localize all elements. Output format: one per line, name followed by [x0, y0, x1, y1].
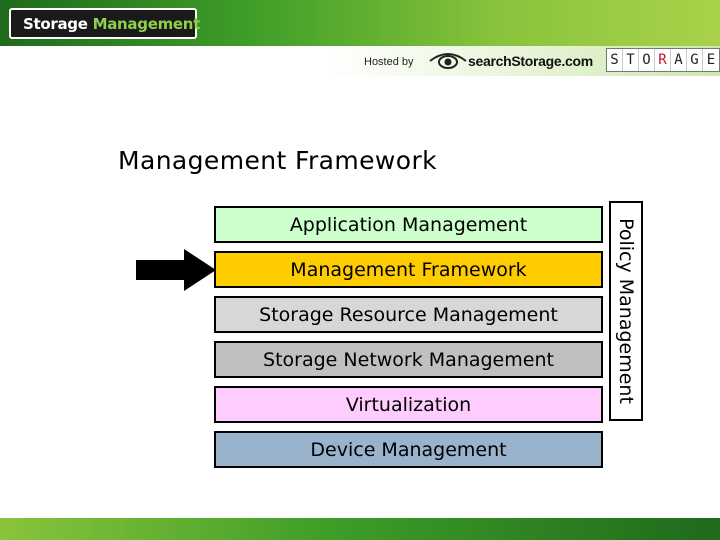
layer-label: Virtualization: [345, 393, 472, 416]
footer-band: [0, 518, 720, 540]
layer-virtualization: Virtualization: [214, 386, 603, 423]
partner-logo-letter: S: [607, 49, 623, 71]
layer-label: Management Framework: [290, 258, 527, 281]
layer-management-framework: Management Framework: [214, 251, 603, 288]
partner-logo-letter: E: [706, 52, 716, 68]
partner-logo-letter: T: [623, 49, 639, 71]
eye-icon: [429, 53, 467, 69]
subheader-band: [0, 46, 720, 76]
header-band: Storage Management: [0, 0, 720, 46]
layer-label: Device Management: [310, 438, 507, 461]
layer-storage-resource-management: Storage Resource Management: [214, 296, 603, 333]
layer-label: Storage Network Management: [263, 348, 554, 371]
partner-logo-letter: O: [639, 49, 655, 71]
partner-logo-letter: G: [687, 49, 703, 71]
layer-storage-network-management: Storage Network Management: [214, 341, 603, 378]
storage-partner-logo: S T O R A G E: [606, 48, 720, 72]
storage-management-logo: Storage Management: [9, 8, 201, 39]
site-name: searchStorage.com: [468, 53, 593, 69]
policy-management-bar: Policy Management: [609, 201, 643, 421]
logo-word-management: Management: [92, 14, 201, 33]
policy-management-label: Policy Management: [615, 218, 637, 404]
right-arrow-icon: [136, 249, 216, 291]
layer-device-management: Device Management: [214, 431, 603, 468]
partner-logo-letter: A: [671, 49, 687, 71]
partner-logo-letter: R: [655, 49, 671, 71]
logo-word-storage: Storage: [23, 14, 88, 33]
layer-label: Application Management: [289, 213, 528, 236]
hosted-by-label: Hosted by: [364, 56, 414, 68]
layer-application-management: Application Management: [214, 206, 603, 243]
page-title: Management Framework: [118, 146, 438, 175]
layer-label: Storage Resource Management: [259, 303, 558, 326]
